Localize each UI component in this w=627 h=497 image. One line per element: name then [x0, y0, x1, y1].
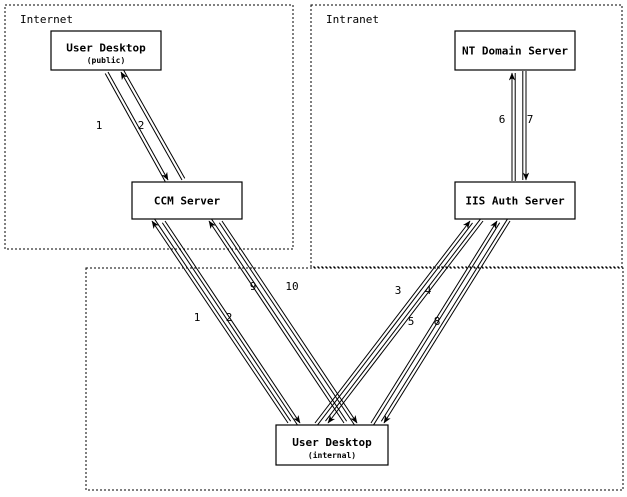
flow-5-internal-to-iis-edge: [373, 222, 501, 425]
step-1-public: 1: [96, 119, 103, 132]
flow-1-internal-to-ccm-edge: [154, 218, 292, 422]
step-8: 8: [434, 315, 441, 328]
step-6: 6: [499, 113, 506, 126]
flow-2-ccm-to-internal: [164, 220, 301, 424]
zone-border-internal: [85, 267, 624, 491]
flow-2-ccm-to-public: [120, 71, 183, 181]
step-9: 9: [250, 280, 257, 293]
flow-4-iis-to-internal: [327, 220, 484, 424]
node-user-desktop-internal[interactable]: User Desktop(internal): [275, 424, 389, 466]
step-10: 10: [285, 280, 298, 293]
zone-label-intranet: Intranet: [326, 13, 379, 26]
node-nt-domain-server[interactable]: NT Domain Server: [454, 30, 576, 71]
step-2-internal: 2: [226, 311, 233, 324]
flow-4-iis-to-internal-edge: [325, 218, 481, 422]
node-subtitle-user-desktop-internal: (internal): [308, 450, 356, 460]
node-title-iis-auth-server: IIS Auth Server: [465, 195, 565, 208]
node-box-user-desktop-internal[interactable]: [275, 424, 389, 466]
step-5: 5: [408, 315, 415, 328]
flow-10-ccm-to-internal-edge: [218, 222, 355, 426]
step-1-internal: 1: [194, 311, 201, 324]
step-4: 4: [425, 284, 432, 297]
flow-2-ccm-to-internal-edge: [161, 222, 298, 426]
node-box-ccm-server[interactable]: [131, 181, 243, 220]
step-number-labels: 1 2 6 7 9 10 1 2 3 4 5 8: [96, 113, 534, 328]
step-3: 3: [395, 284, 402, 297]
zone-label-internet: Internet: [20, 13, 73, 26]
flow-arrows: [104, 70, 530, 426]
flow-3-internal-to-iis: [314, 220, 471, 424]
flow-2-ccm-to-public-edge: [123, 70, 186, 179]
zone-border-intranet: [310, 4, 623, 268]
zone-boundaries: Internet Intranet: [4, 4, 624, 491]
flow-1-public-to-ccm-edge: [104, 73, 166, 182]
flow-5-internal-to-iis: [370, 220, 498, 424]
step-2-public: 2: [138, 119, 145, 132]
flow-9-internal-to-ccm-edge: [211, 218, 348, 422]
flow-10-ccm-to-internal: [221, 220, 358, 424]
zone-internal: [85, 267, 624, 491]
node-subtitle-user-desktop-public: (public): [87, 55, 126, 65]
node-box-nt-domain-server[interactable]: [454, 30, 576, 71]
flow-9-internal-to-ccm: [208, 220, 345, 424]
zone-border-internet: [4, 4, 294, 250]
node-box-user-desktop-public[interactable]: [50, 30, 162, 71]
flow-1-public-to-ccm: [107, 71, 169, 181]
zone-intranet: Intranet: [310, 4, 623, 268]
flow-3-internal-to-iis-edge: [317, 222, 473, 426]
node-box-iis-auth-server[interactable]: [454, 181, 576, 220]
flow-8-iis-to-internal: [383, 220, 511, 424]
flow-1-internal-to-ccm: [151, 220, 289, 424]
node-iis-auth-server[interactable]: IIS Auth Server: [454, 181, 576, 220]
step-7: 7: [527, 113, 534, 126]
node-ccm-server[interactable]: CCM Server: [131, 181, 243, 220]
node-title-user-desktop-internal: User Desktop: [292, 436, 372, 449]
node-title-user-desktop-public: User Desktop: [66, 42, 146, 55]
node-title-ccm-server: CCM Server: [154, 195, 221, 208]
node-user-desktop-public[interactable]: User Desktop(public): [50, 30, 162, 71]
zone-internet: Internet: [4, 4, 294, 250]
node-title-nt-domain-server: NT Domain Server: [462, 45, 568, 58]
flow-8-iis-to-internal-edge: [380, 219, 508, 422]
